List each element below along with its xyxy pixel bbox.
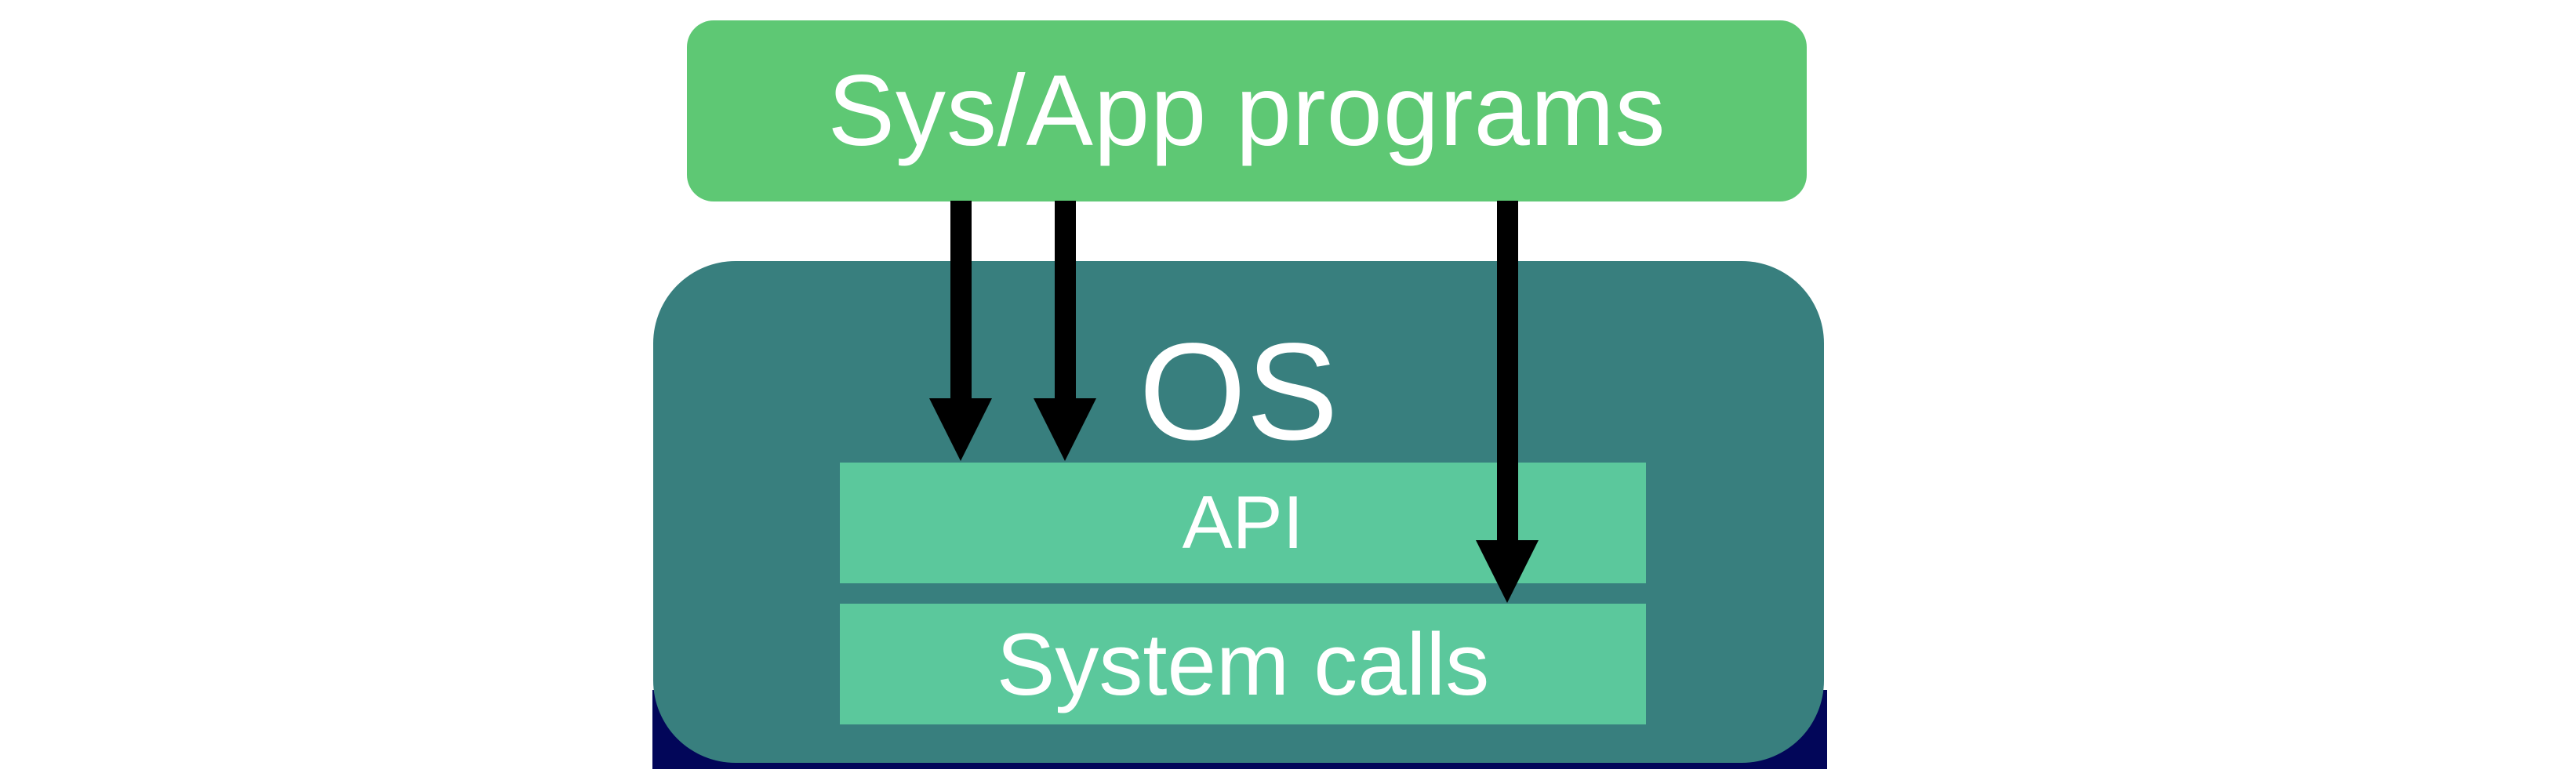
api-label: API	[1182, 481, 1304, 564]
system-calls-label: System calls	[996, 615, 1490, 713]
programs-node: Sys/App programs	[687, 20, 1807, 201]
os-label: OS	[1139, 315, 1339, 469]
programs-label: Sys/App programs	[827, 55, 1666, 167]
api-layer: API	[840, 463, 1646, 583]
system-calls-layer: System calls	[840, 604, 1646, 724]
